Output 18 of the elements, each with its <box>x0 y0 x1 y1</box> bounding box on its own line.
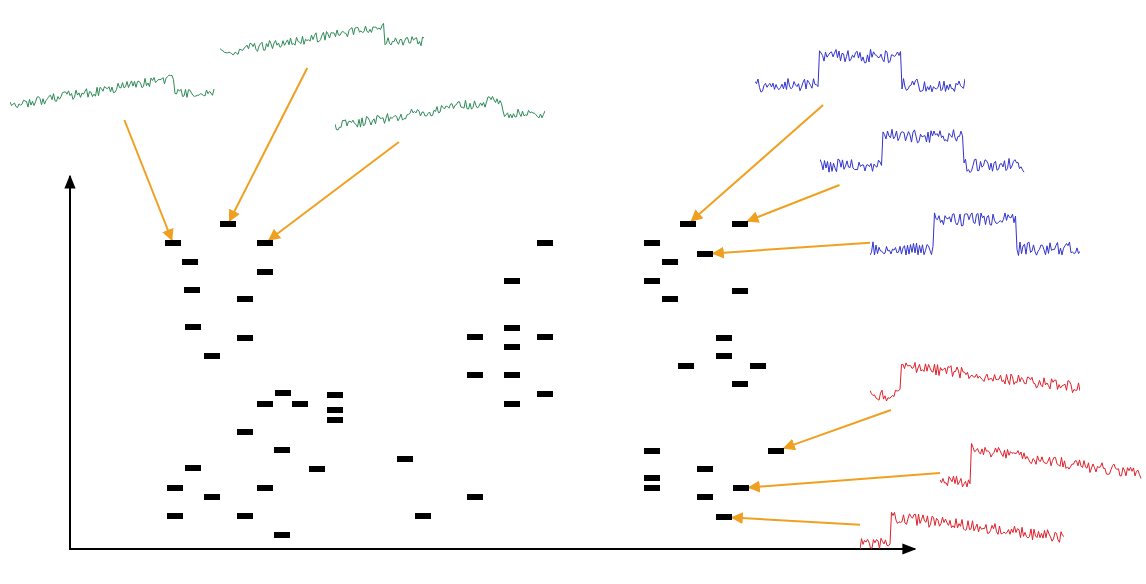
arrow <box>782 409 892 451</box>
dash-mark <box>680 221 696 227</box>
dash-mark <box>733 485 749 491</box>
dash-mark <box>697 251 713 257</box>
arrow <box>123 119 174 242</box>
dash-mark <box>220 221 236 227</box>
arrow <box>711 241 871 259</box>
arrow <box>690 104 825 222</box>
dash-mark <box>732 221 748 227</box>
arrow <box>730 512 861 526</box>
dash-mark <box>165 240 181 246</box>
dash-mark <box>257 240 273 246</box>
dash-mark <box>768 448 784 454</box>
dash-mark <box>716 514 732 520</box>
arrow <box>268 141 400 241</box>
arrow <box>228 67 309 223</box>
arrow <box>747 472 941 493</box>
arrow <box>746 184 841 223</box>
